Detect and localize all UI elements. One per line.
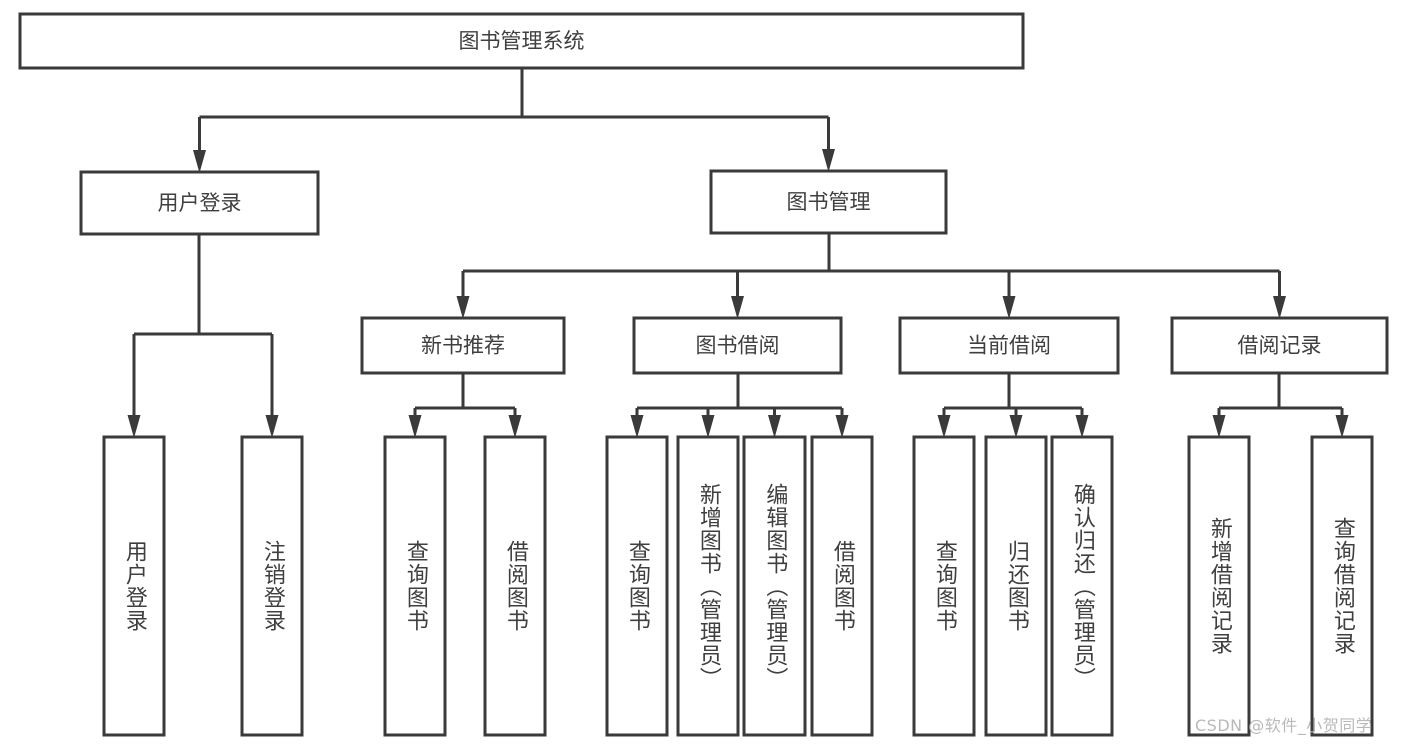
node-label-root: 图书管理系统	[459, 29, 585, 53]
arrow-head-icon	[731, 296, 744, 319]
node-box-leaf-return-book[interactable]	[984, 435, 1048, 737]
node-box-leaf-add-record[interactable]	[1187, 435, 1251, 737]
arrow-head-icon	[265, 415, 279, 438]
arrow-head-icon	[508, 415, 522, 438]
node-box-leaf-borrow-book-1[interactable]	[483, 435, 547, 737]
node-label-record: 借阅记录	[1238, 334, 1322, 358]
arrow-head-icon	[193, 150, 206, 173]
arrow-head-icon	[822, 149, 835, 172]
node-box-newbook[interactable]	[360, 316, 566, 375]
node-box-current[interactable]	[898, 316, 1120, 375]
node-box-leaf-logout[interactable]	[240, 435, 304, 737]
node-label-newbook: 新书推荐	[421, 334, 505, 358]
node-label-current: 当前借阅	[967, 334, 1051, 358]
arrow-head-icon	[630, 415, 644, 438]
arrow-head-icon	[127, 415, 141, 438]
connector-group-borrow	[630, 373, 849, 438]
arrow-head-icon	[1335, 415, 1349, 438]
arrow-head-icon	[1075, 415, 1089, 438]
arrow-head-icon	[701, 415, 715, 438]
node-box-leaf-user-login[interactable]	[102, 435, 166, 737]
arrow-head-icon	[456, 296, 470, 319]
node-box-borrow[interactable]	[632, 316, 843, 375]
arrow-head-icon	[1212, 415, 1226, 438]
arrow-head-icon	[1273, 296, 1286, 319]
node-box-leaf-query-record[interactable]	[1310, 435, 1374, 737]
node-box-leaf-query-book-1[interactable]	[383, 435, 447, 737]
node-box-root[interactable]	[18, 12, 1025, 70]
node-box-bookmgmt[interactable]	[709, 169, 948, 235]
arrow-head-icon	[1009, 415, 1023, 438]
connector-group-bookmgmt	[456, 233, 1286, 319]
node-label-borrow: 图书借阅	[696, 334, 780, 358]
arrow-head-icon	[835, 415, 849, 438]
connector-group-current	[937, 373, 1089, 438]
watermark-text: CSDN @软件_小贺同学	[1195, 716, 1373, 735]
connector-group-root	[193, 68, 835, 173]
node-label-bookmgmt: 图书管理	[787, 190, 871, 214]
arrow-head-icon	[1002, 296, 1016, 319]
arrow-head-icon	[768, 415, 781, 438]
node-label-login: 用户登录	[158, 191, 242, 215]
node-box-leaf-add-book[interactable]	[676, 435, 740, 737]
node-box-record[interactable]	[1170, 316, 1389, 375]
node-box-login[interactable]	[79, 170, 320, 236]
connector-group-newbook	[408, 373, 522, 438]
node-box-leaf-edit-book[interactable]	[742, 435, 807, 737]
node-box-leaf-query-book-3[interactable]	[912, 435, 976, 737]
node-box-leaf-borrow-book-2[interactable]	[810, 435, 874, 737]
arrow-head-icon	[937, 415, 951, 438]
arrow-head-icon	[408, 415, 422, 438]
connector-group-record	[1212, 373, 1349, 438]
connector-layer	[127, 68, 1349, 438]
node-box-leaf-confirm-ret[interactable]	[1050, 435, 1114, 737]
connector-group-login	[127, 234, 279, 438]
node-box-leaf-query-book-2[interactable]	[605, 435, 669, 737]
